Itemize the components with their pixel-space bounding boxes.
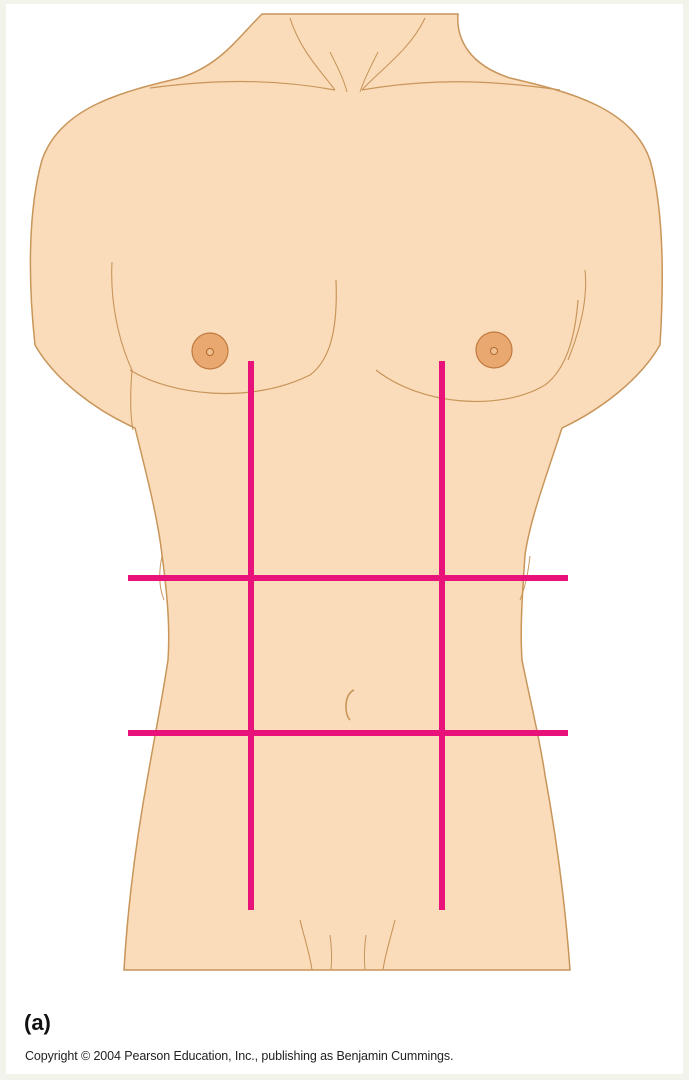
left-nipple <box>207 349 214 356</box>
right-nipple <box>491 348 498 355</box>
copyright-notice: Copyright © 2004 Pearson Education, Inc.… <box>25 1049 453 1063</box>
torso-body <box>30 14 662 970</box>
panel-label: (a) <box>24 1010 51 1036</box>
